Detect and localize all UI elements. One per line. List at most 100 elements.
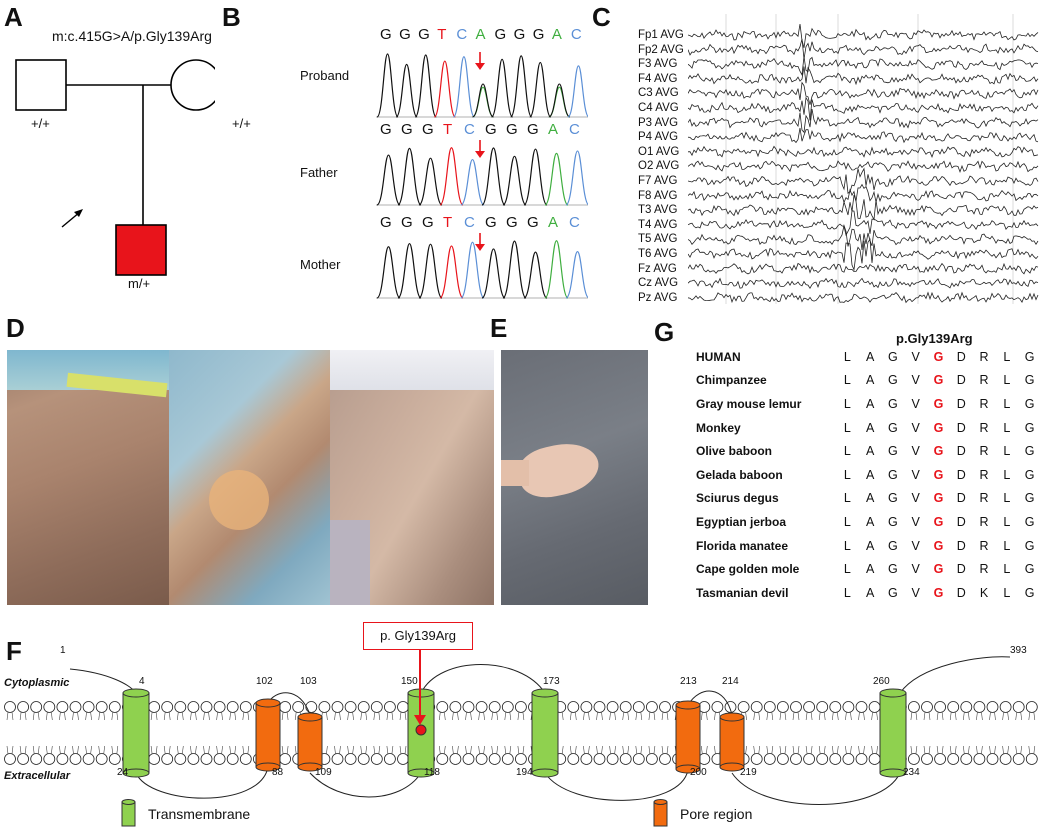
proband-arrow-head xyxy=(74,209,83,217)
lipid-tail xyxy=(32,711,40,721)
photo-elbow-flexed xyxy=(169,350,330,605)
lipid-tail xyxy=(150,711,158,721)
lipid-head xyxy=(187,753,200,765)
residue: L xyxy=(1003,491,1011,506)
polypeptide-loop xyxy=(687,690,733,716)
residue: A xyxy=(865,562,875,577)
sanger-base: G xyxy=(513,26,526,43)
lipid-head xyxy=(947,753,960,765)
lipid-tail xyxy=(648,745,656,755)
eeg-channel-label: F4 AVG xyxy=(638,72,678,85)
variant-arrow-father xyxy=(475,140,485,158)
lipid-tail xyxy=(229,745,236,755)
lipid-tail xyxy=(976,711,983,721)
lipid-head xyxy=(908,701,920,713)
residue: D xyxy=(956,420,966,435)
sanger-base: C xyxy=(464,214,475,231)
residue: G xyxy=(1024,444,1035,459)
lipid-head xyxy=(200,701,213,713)
lipid-tail xyxy=(989,711,996,721)
lipid-tail xyxy=(923,711,931,721)
tm-helix-3-base xyxy=(531,768,559,778)
mother-circle xyxy=(170,59,215,111)
lipid-tail xyxy=(779,711,787,721)
residue: L xyxy=(1003,538,1011,553)
legend-transmembrane-icon xyxy=(121,799,136,827)
trace-peak xyxy=(397,243,422,299)
variant-pointer-head xyxy=(414,715,426,725)
sanger-label-mother: Mother xyxy=(300,257,341,272)
eeg-trace xyxy=(688,38,1039,60)
residue: L xyxy=(1003,514,1011,529)
lipid-tail xyxy=(386,711,394,721)
lipid-tail xyxy=(46,711,53,721)
residue: G xyxy=(888,514,898,529)
species-name: Cape golden mole xyxy=(696,562,800,577)
lipid-tail xyxy=(766,745,774,755)
lipid-tail xyxy=(203,745,210,755)
lipid-tail xyxy=(1002,711,1009,721)
residue: D xyxy=(956,491,966,506)
eeg-channel-label: Fp2 AVG xyxy=(638,43,684,56)
lipid-tail xyxy=(177,745,184,755)
lipid-head xyxy=(383,753,396,765)
lipid-head xyxy=(82,753,95,765)
residue-highlighted: G xyxy=(933,562,944,577)
residue: V xyxy=(911,538,920,553)
lipid-head xyxy=(921,753,933,765)
residue: L xyxy=(1003,420,1011,435)
lipid-tail xyxy=(963,711,970,721)
trace-peak xyxy=(502,155,527,206)
residue-highlighted: G xyxy=(933,467,944,482)
lipid-head xyxy=(475,701,488,713)
lipid-tail xyxy=(949,745,957,755)
lipid-head xyxy=(619,753,632,765)
sanger-base: C xyxy=(569,214,580,231)
trace-peak xyxy=(452,56,475,118)
eeg-channel-label: Fp1 AVG xyxy=(638,29,684,41)
residue: A xyxy=(865,349,875,364)
lipid-head xyxy=(829,753,842,765)
lipid-head xyxy=(868,701,881,713)
lipid-head xyxy=(95,701,108,713)
lipid-tail xyxy=(373,745,381,755)
lipid-tail xyxy=(59,745,66,755)
residue: L xyxy=(1003,373,1011,388)
residue: G xyxy=(888,585,898,600)
lipid-head xyxy=(790,701,802,713)
residue: V xyxy=(911,514,920,529)
eeg-trace xyxy=(688,160,1039,173)
eeg-channel-label: Pz AVG xyxy=(638,291,678,304)
lipid-tail xyxy=(609,711,616,721)
trace-peak xyxy=(414,54,437,118)
pore-helix-4 xyxy=(719,716,745,768)
pore-helix-3-cap xyxy=(675,700,701,710)
lipid-tail xyxy=(792,711,800,721)
trace-peak xyxy=(376,53,399,118)
lipid-tail xyxy=(949,711,957,721)
residue: V xyxy=(911,467,920,482)
lipid-head xyxy=(986,701,999,713)
residue: V xyxy=(911,420,920,435)
photo-arm-extended xyxy=(330,350,494,605)
residue: L xyxy=(1003,349,1011,364)
cytoplasmic-label: Cytoplasmic xyxy=(4,677,70,689)
lipid-tail xyxy=(661,711,669,721)
lipid-head xyxy=(777,701,789,713)
lipid-head xyxy=(239,701,252,713)
trace-peak xyxy=(395,63,418,118)
residue: R xyxy=(979,514,989,529)
proband-genotype: m/+ xyxy=(128,276,151,291)
tm-helix-1-cap xyxy=(122,688,150,698)
lipid-head xyxy=(763,753,776,765)
lipid-head xyxy=(4,753,16,765)
residue-highlighted: G xyxy=(933,444,944,459)
lipid-tail xyxy=(111,745,119,755)
lipid-tail xyxy=(570,745,577,755)
lipid-tail xyxy=(661,745,669,755)
lipid-head xyxy=(934,701,946,713)
